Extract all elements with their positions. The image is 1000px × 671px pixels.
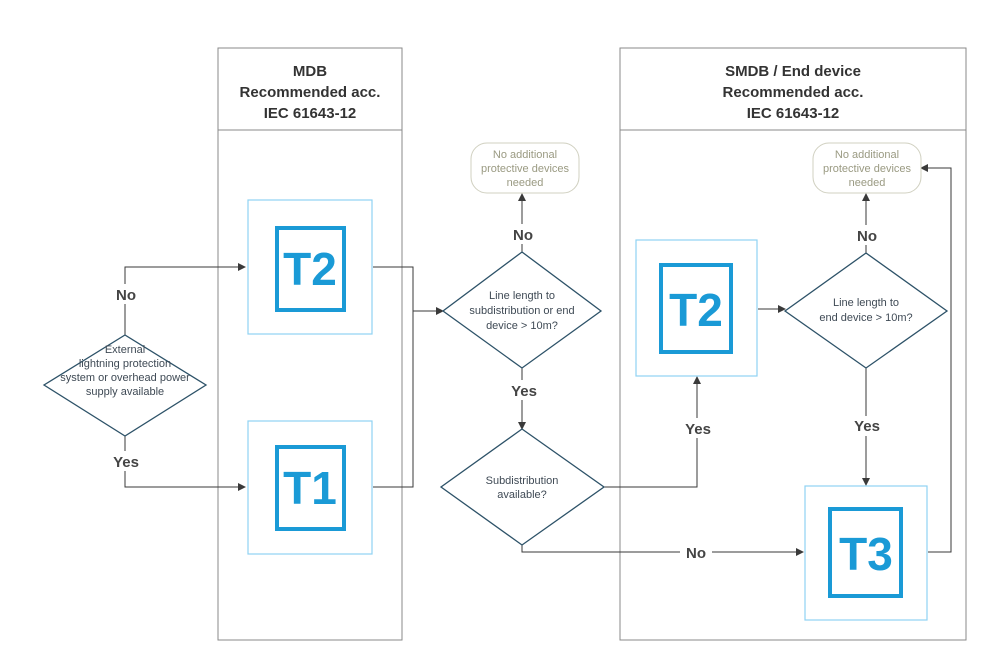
decision-external-line1: External xyxy=(105,344,145,356)
connector-mdb-t1-out xyxy=(373,311,414,488)
device-smdb-t3: T3 xyxy=(804,485,928,621)
decision-line-length-sub-line3: device > 10m? xyxy=(486,320,558,332)
edge-label-line-end-no: No xyxy=(857,228,877,245)
edge-label-line-sub-no: No xyxy=(513,227,533,244)
edge-label-subdist-yes: Yes xyxy=(685,421,711,438)
device-smdb-t2-label: T2 xyxy=(669,284,723,336)
outcome-no-devices-1-line3: needed xyxy=(507,177,544,189)
outcome-no-devices-2-line1: No additional xyxy=(835,149,899,161)
smdb-column: SMDB / End device Recommended acc. IEC 6… xyxy=(619,47,967,641)
outcome-no-devices-1-line1: No additional xyxy=(493,149,557,161)
decision-line-length-sub: Line length to subdistribution or end de… xyxy=(441,251,603,369)
mdb-column-standard: IEC 61643-12 xyxy=(264,105,357,122)
connector-t3-out xyxy=(920,164,952,553)
decision-line-length-sub-line2: subdistribution or end xyxy=(469,305,574,317)
decision-external-shape xyxy=(42,334,208,437)
outcome-no-devices-1: No additional protective devices needed xyxy=(470,142,580,194)
decision-subdistribution-line2: available? xyxy=(497,489,547,501)
decision-line-length-sub-shape xyxy=(441,251,603,369)
decision-subdistribution-line1: Subdistribution xyxy=(486,475,559,487)
outcome-no-devices-1-shape xyxy=(470,142,580,194)
decision-line-length-sub-line1: Line length to xyxy=(489,290,555,302)
connector-mdb-t2-out xyxy=(373,266,414,311)
device-mdb-t2-inner xyxy=(275,226,346,312)
edge-label-subdist-no: No xyxy=(686,545,706,562)
edge-label-external-no: No xyxy=(116,287,136,304)
edge-labels: No Yes No Yes Yes No No Yes xyxy=(108,224,886,563)
connector-subdist-yes xyxy=(604,376,701,488)
device-smdb-t3-inner xyxy=(828,507,903,598)
device-mdb-t1-inner xyxy=(275,445,346,531)
smdb-column-standard: IEC 61643-12 xyxy=(747,105,840,122)
mdb-column: MDB Recommended acc. IEC 61643-12 xyxy=(217,47,403,641)
decision-subdistribution: Subdistribution available? xyxy=(439,428,606,546)
smdb-column-subtitle: Recommended acc. xyxy=(723,84,864,101)
device-smdb-t3-label: T3 xyxy=(839,528,893,580)
connector-subdist-no xyxy=(521,545,804,556)
outcome-no-devices-2-line3: needed xyxy=(849,177,886,189)
device-smdb-t2-inner xyxy=(659,263,733,354)
device-mdb-t1-label: T1 xyxy=(283,462,337,514)
mdb-column-title: MDB xyxy=(293,63,327,80)
decision-subdistribution-shape xyxy=(439,428,606,546)
outcome-no-devices-2-shape xyxy=(812,142,922,194)
mdb-column-subtitle: Recommended acc. xyxy=(240,84,381,101)
device-mdb-t2-label: T2 xyxy=(283,243,337,295)
outcome-no-devices-2: No additional protective devices needed xyxy=(812,142,922,194)
outcome-no-devices-1-line2: protective devices xyxy=(481,163,570,175)
decision-external-line4: supply available xyxy=(86,386,164,398)
device-mdb-t1: T1 xyxy=(247,420,373,555)
device-mdb-t2: T2 xyxy=(247,199,373,335)
decision-line-length-end-line1: Line length to xyxy=(833,297,899,309)
smdb-column-frame xyxy=(619,47,967,641)
decision-external-line3: system or overhead power xyxy=(60,372,190,384)
edge-label-line-end-yes: Yes xyxy=(854,418,880,435)
device-smdb-t2: T2 xyxy=(635,239,758,377)
decision-line-length-end-shape xyxy=(783,252,949,369)
outcome-no-devices-2-line2: protective devices xyxy=(823,163,912,175)
smdb-column-title: SMDB / End device xyxy=(725,63,861,80)
decision-line-length-end: Line length to end device > 10m? xyxy=(783,252,949,369)
connector-external-no xyxy=(124,263,246,335)
decision-external: External lightning protection system or … xyxy=(42,334,208,437)
decision-line-length-end-line2: end device > 10m? xyxy=(819,312,912,324)
decision-external-line2: lightning protection xyxy=(79,358,171,370)
edge-label-line-sub-yes: Yes xyxy=(511,383,537,400)
mdb-column-frame xyxy=(217,47,403,641)
edge-label-external-yes: Yes xyxy=(113,454,139,471)
